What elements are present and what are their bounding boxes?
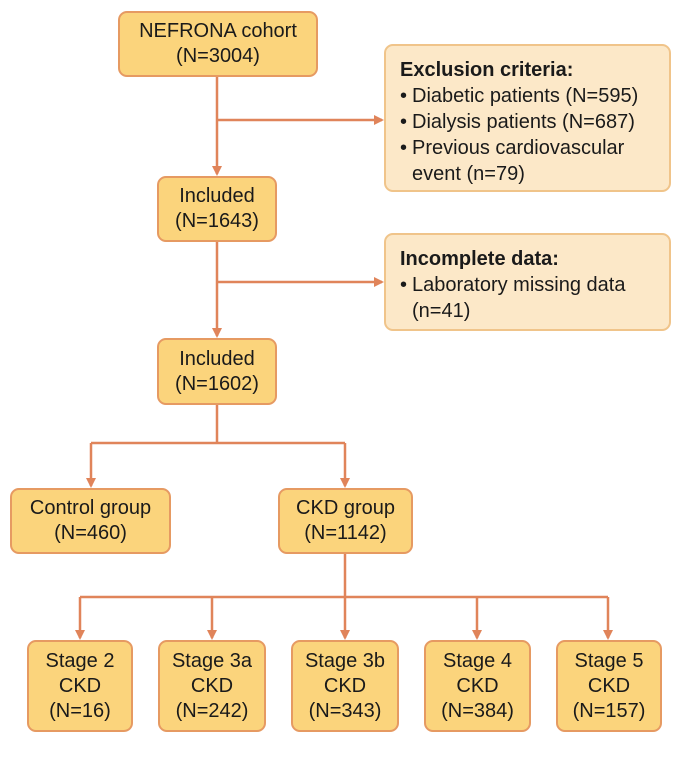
stage-count: (N=157) <box>572 699 646 722</box>
exclusion-header: Exclusion criteria: <box>400 59 574 81</box>
exclusion-item-text: Dialysis patients (N=687) <box>412 111 635 133</box>
incomplete-box: Incomplete data: • Laboratory missing da… <box>384 233 671 331</box>
exclusion-item-text: Diabetic patients (N=595) <box>412 85 639 107</box>
stage-title: Stage 2 <box>45 649 115 672</box>
stage-ckd-label: CKD <box>456 674 499 697</box>
control-group-box: Control group (N=460) <box>10 488 171 554</box>
ckd-group-title: CKD group <box>296 497 395 519</box>
stage-ckd-label: CKD <box>587 674 631 697</box>
bullet-icon: • <box>400 274 408 296</box>
exclusion-item-text: Previous cardiovascular <box>412 137 625 159</box>
included-title: Included <box>179 347 255 370</box>
incomplete-item-text: Laboratory missing data <box>412 274 626 296</box>
stage-2-box: Stage 2 CKD (N=16) <box>27 640 133 732</box>
stage-count: (N=384) <box>441 699 514 722</box>
stage-count: (N=343) <box>308 699 382 722</box>
stage-ckd-label: CKD <box>190 674 234 697</box>
ckd-group-count: (N=1142) <box>304 522 387 544</box>
bullet-icon: • <box>400 137 408 159</box>
exclusion-box: Exclusion criteria: • Diabetic patients … <box>384 44 671 192</box>
included-count: (N=1643) <box>175 210 259 232</box>
stage-title: Stage 3a <box>171 649 253 672</box>
exclusion-item: • Diabetic patients (N=595) <box>400 83 638 109</box>
control-group-count: (N=460) <box>54 522 127 544</box>
exclusion-item: • Previous cardiovascular event (n=79) <box>400 135 624 187</box>
incomplete-header: Incomplete data: <box>400 248 559 270</box>
cohort-count: (N=3004) <box>176 45 260 67</box>
included-box-1: Included (N=1643) <box>157 176 277 242</box>
stage-ckd-label: CKD <box>58 674 102 697</box>
ckd-group-box: CKD group (N=1142) <box>278 488 413 554</box>
stage-ckd-label: CKD <box>323 674 367 697</box>
incomplete-item: • Laboratory missing data (n=41) <box>400 272 625 324</box>
included-count: (N=1602) <box>175 372 259 395</box>
incomplete-item-text: (n=41) <box>412 300 471 322</box>
stage-4-box: Stage 4 CKD (N=384) <box>424 640 531 732</box>
stage-3a-box: Stage 3a CKD (N=242) <box>158 640 266 732</box>
cohort-box: NEFRONA cohort (N=3004) <box>118 11 318 77</box>
included-title: Included <box>179 185 255 207</box>
bullet-icon: • <box>400 111 408 133</box>
stage-5-box: Stage 5 CKD (N=157) <box>556 640 662 732</box>
stage-title: Stage 3b <box>304 649 386 672</box>
bullet-icon: • <box>400 85 408 107</box>
stage-title: Stage 4 <box>443 649 512 672</box>
control-group-title: Control group <box>29 497 152 519</box>
included-box-2: Included (N=1602) <box>157 338 277 405</box>
stage-title: Stage 5 <box>574 649 644 672</box>
stage-count: (N=16) <box>49 699 111 722</box>
exclusion-item-text: event (n=79) <box>412 163 525 185</box>
cohort-title: NEFRONA cohort <box>139 20 297 42</box>
exclusion-item: • Dialysis patients (N=687) <box>400 109 635 135</box>
stage-3b-box: Stage 3b CKD (N=343) <box>291 640 399 732</box>
stage-count: (N=242) <box>175 699 249 722</box>
